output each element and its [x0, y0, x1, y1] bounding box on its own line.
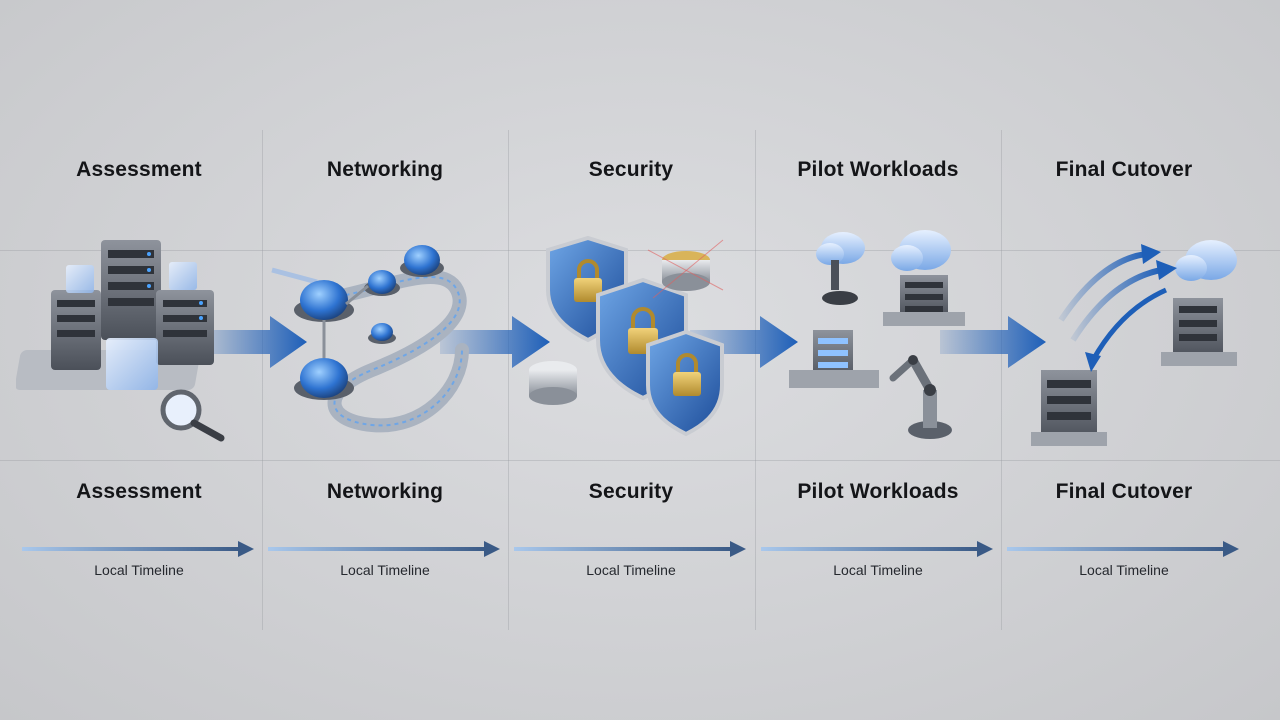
phase-title: Networking — [326, 158, 444, 181]
local-timeline-arrow — [22, 541, 254, 557]
local-timeline-arrow — [761, 541, 993, 557]
phase-subtitle: Assessment — [76, 480, 202, 503]
grid-divider — [755, 130, 756, 630]
cloud-robot-arm-icon — [789, 230, 965, 439]
timeline-label: Local Timeline — [1079, 562, 1169, 578]
flow-arrow-3 — [690, 316, 798, 368]
phase-column-pilot-workloads: Pilot Workloads — [755, 0, 1001, 720]
grid-divider — [508, 130, 509, 630]
phase-subtitle: Security — [588, 480, 674, 503]
grid-divider — [1001, 130, 1002, 630]
flow-arrow-1 — [205, 316, 307, 368]
local-timeline-arrow — [514, 541, 746, 557]
timeline-label: Local Timeline — [833, 562, 923, 578]
timeline-label: Local Timeline — [586, 562, 676, 578]
phase-subtitle: Final Cutover — [1055, 480, 1193, 503]
phase-title: Assessment — [76, 158, 202, 181]
shield-lock-icon — [529, 235, 724, 437]
flow-arrow-4 — [940, 316, 1046, 368]
grid-divider — [0, 460, 1280, 461]
phase-column-networking: Networking Networking Local Ti — [262, 0, 508, 720]
phase-column-final-cutover: Final Cutover Final C — [1001, 0, 1247, 720]
phase-title: Security — [588, 158, 674, 181]
local-timeline-arrow — [268, 541, 500, 557]
phase-title: Pilot Workloads — [797, 158, 959, 181]
flow-arrow-2 — [440, 316, 550, 368]
network-nodes-icon — [271, 245, 469, 433]
server-rack-magnifier-icon — [16, 240, 225, 442]
local-timeline-arrow — [1007, 541, 1239, 557]
phase-title: Final Cutover — [1055, 158, 1193, 181]
phase-subtitle: Pilot Workloads — [797, 480, 959, 503]
server-cloud-sync-icon — [1031, 240, 1237, 446]
phase-column-assessment: Assessment — [16, 0, 262, 720]
phase-column-security: Security — [508, 0, 754, 720]
timeline-label: Local Timeline — [340, 562, 430, 578]
timeline-label: Local Timeline — [94, 562, 184, 578]
grid-divider — [262, 130, 263, 630]
grid-divider — [0, 250, 1280, 251]
phase-subtitle: Networking — [326, 480, 444, 503]
